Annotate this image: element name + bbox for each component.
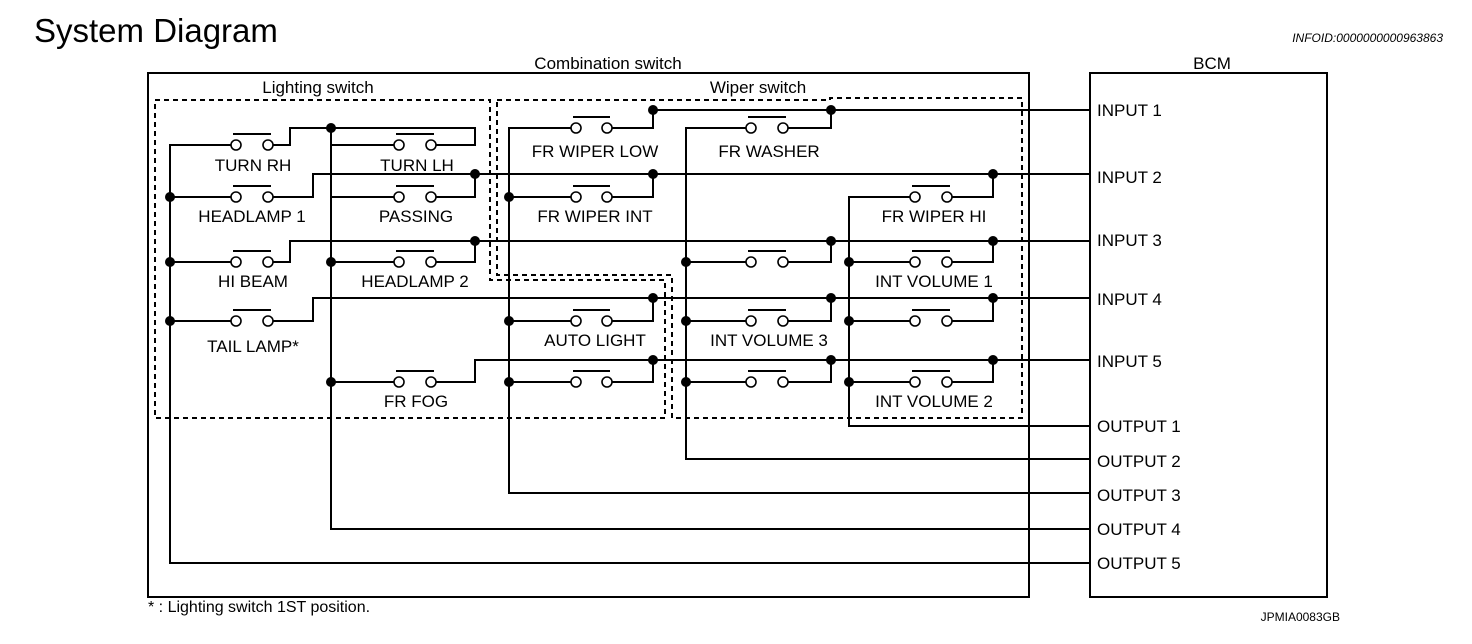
- footnote: * : Lighting switch 1ST position.: [148, 599, 370, 616]
- switch-label-int-volume-3: INT VOLUME 3: [710, 331, 828, 350]
- bcm-pin-input-3: INPUT 3: [1097, 231, 1162, 250]
- switch-label-int-volume-1: INT VOLUME 1: [875, 272, 993, 291]
- switch-label-turn-lh: TURN LH: [380, 156, 454, 175]
- switch-label-fr-wiper-low: FR WIPER LOW: [532, 142, 659, 161]
- input-4-line: [271, 297, 1090, 322]
- output-3-line: [508, 127, 1090, 494]
- int-volume-2a-out: [950, 298, 994, 322]
- lighting-switch-label: Lighting switch: [262, 78, 374, 97]
- output-2-line: [685, 127, 1090, 460]
- bcm-pin-input-5: INPUT 5: [1097, 352, 1162, 371]
- combination-switch-box: [147, 72, 1030, 598]
- bcm-pin-output-2: OUTPUT 2: [1097, 452, 1181, 471]
- bcm-pin-output-3: OUTPUT 3: [1097, 486, 1181, 505]
- switch-label-hi-beam: HI BEAM: [218, 272, 288, 291]
- output-1-line: [848, 196, 1090, 427]
- info-id: INFOID:0000000000963863: [1292, 31, 1443, 45]
- bcm-pin-output-4: OUTPUT 4: [1097, 520, 1181, 539]
- switch-label-fr-wiper-hi: FR WIPER HI: [882, 207, 987, 226]
- figure-id: JPMIA0083GB: [1261, 610, 1340, 624]
- int-volume-1-out: [950, 241, 994, 263]
- bcm-pin-output-5: OUTPUT 5: [1097, 554, 1181, 573]
- fr-wiper-int-out: [610, 174, 654, 198]
- input-3-line: [271, 240, 1090, 263]
- switch-label-fr-wiper-int: FR WIPER INT: [537, 207, 652, 226]
- switch-label-tail-lamp: TAIL LAMP*: [207, 337, 299, 356]
- wiper-switch-boundary: [496, 97, 1023, 419]
- switch-label-int-volume-2: INT VOLUME 2: [875, 392, 993, 411]
- headlamp-2-out: [434, 241, 476, 263]
- fr-washer-out: [786, 110, 832, 129]
- turn-rh-out: [271, 127, 331, 146]
- switch-terminals: [230, 122, 953, 388]
- switch-label-fr-washer: FR WASHER: [718, 142, 819, 161]
- bcm-pin-output-1: OUTPUT 1: [1097, 417, 1181, 436]
- fr-wiper-hi-out: [950, 174, 994, 198]
- output-4-line: [330, 128, 1090, 530]
- bcm-pin-input-2: INPUT 2: [1097, 168, 1162, 187]
- bcm-label: BCM: [1193, 54, 1231, 73]
- switch-label-fr-fog: FR FOG: [384, 392, 448, 411]
- wiper-switch-label: Wiper switch: [710, 78, 806, 97]
- switch-label-headlamp-1: HEADLAMP 1: [198, 207, 305, 226]
- junction-dots: [165, 105, 998, 387]
- output-5-line: [169, 144, 1090, 564]
- switch-label-auto-light: AUTO LIGHT: [544, 331, 646, 350]
- input-5-line: [434, 359, 1090, 383]
- passing-out: [434, 174, 476, 198]
- switch-label-headlamp-2: HEADLAMP 2: [361, 272, 468, 291]
- bcm-pin-input-4: INPUT 4: [1097, 290, 1162, 309]
- switch-contact-bars: [233, 116, 950, 372]
- auto-light-out: [610, 298, 654, 322]
- int-volume-2-out: [950, 360, 994, 383]
- combination-switch-label: Combination switch: [534, 54, 681, 73]
- int-volume-1a-out: [786, 241, 832, 263]
- bcm-pin-input-1: INPUT 1: [1097, 101, 1162, 120]
- input-1-line: [610, 109, 1090, 129]
- page-title: System Diagram: [34, 12, 278, 49]
- bcm-box: [1089, 72, 1328, 598]
- lighting-switch-boundary: [154, 99, 666, 419]
- switch-label-passing: PASSING: [379, 207, 453, 226]
- input-2-line: [271, 173, 1090, 198]
- switch-label-turn-rh: TURN RH: [215, 156, 292, 175]
- wiper-fog-out: [610, 360, 654, 383]
- int-volume-3b-out: [786, 360, 832, 383]
- turn-lh-loop: [331, 127, 476, 146]
- int-volume-3-out: [786, 298, 832, 322]
